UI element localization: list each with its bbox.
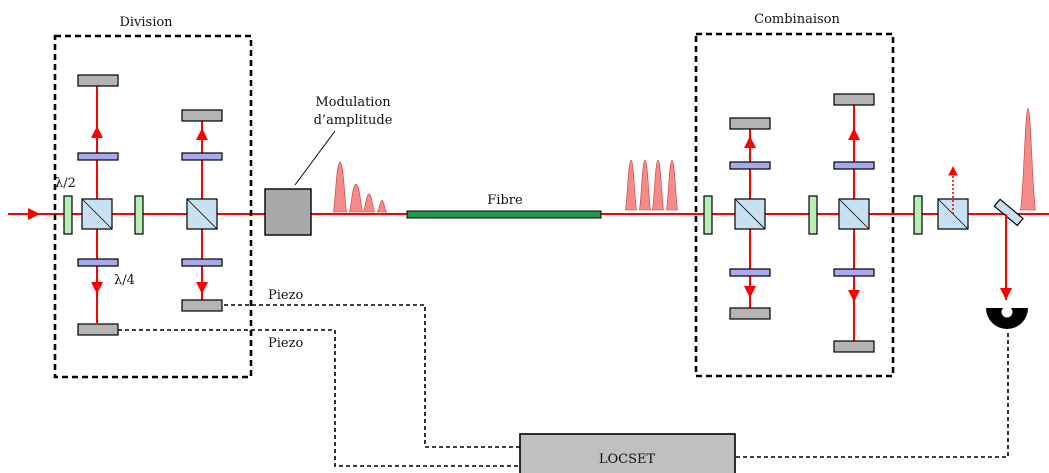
modulation-label-line1: Modulation	[315, 95, 391, 110]
mirror-d1-bottom	[77, 323, 119, 336]
mirror-c1-bottom	[729, 307, 771, 320]
pulse-mod-2	[348, 183, 364, 213]
mirror-c2-top	[833, 93, 875, 106]
pulse-mod-4	[376, 199, 388, 213]
quarter-wave-plate-c2-bottom	[833, 268, 875, 277]
half-wave-plate-1	[63, 195, 73, 235]
quarter-wave-plate-c1-bottom	[729, 268, 771, 277]
half-wave-plate-3	[703, 195, 713, 235]
mirror-d1-top	[77, 74, 119, 87]
quarter-wave-plate-d1-top	[77, 152, 119, 161]
quarter-wave-plate-c1-top	[729, 161, 771, 170]
quarter-wave-plate-d1-bottom	[77, 258, 119, 267]
pulse-fibre-3	[651, 159, 665, 211]
half-wave-plate-4	[808, 195, 818, 235]
locset-label: LOCSET	[599, 452, 656, 467]
modulation-pointer	[294, 130, 336, 186]
pulse-mod-1	[332, 161, 348, 213]
division-label: Division	[119, 15, 173, 30]
combinaison-label: Combinaison	[754, 12, 840, 27]
pulse-fibre-1	[624, 159, 638, 211]
quarter-wave-plate-d2-bottom	[181, 258, 223, 267]
quarter-wave-plate-c2-top	[833, 161, 875, 170]
piezo-label-1: Piezo	[268, 288, 303, 303]
pulse-mod-3	[362, 193, 376, 213]
mirror-d2-bottom	[181, 299, 223, 312]
mirror-c2-bottom	[833, 340, 875, 353]
mirror-d2-top	[181, 109, 223, 122]
mirror-c1-top	[729, 117, 771, 130]
half-wave-plate-2	[134, 195, 144, 235]
pulse-fibre-2	[638, 159, 652, 211]
fibre-label: Fibre	[487, 193, 523, 208]
modulation-label-line2: d’amplitude	[314, 113, 393, 128]
pulse-fibre-4	[665, 159, 679, 211]
half-wave-plate-5	[913, 195, 923, 235]
piezo-line-2	[118, 329, 520, 467]
division-box	[53, 34, 253, 379]
piezo-line-1	[224, 304, 520, 448]
quarter-wave-plate-d2-top	[181, 152, 223, 161]
piezo-label-2: Piezo	[268, 336, 303, 351]
half-wave-label: λ/2	[55, 176, 76, 191]
pickoff-mirror	[993, 198, 1024, 227]
quarter-wave-label: λ/4	[114, 273, 135, 288]
pulse-combined	[1019, 107, 1037, 211]
amplitude-modulator	[264, 188, 312, 236]
fibre	[406, 210, 602, 219]
locset-box	[519, 433, 736, 473]
